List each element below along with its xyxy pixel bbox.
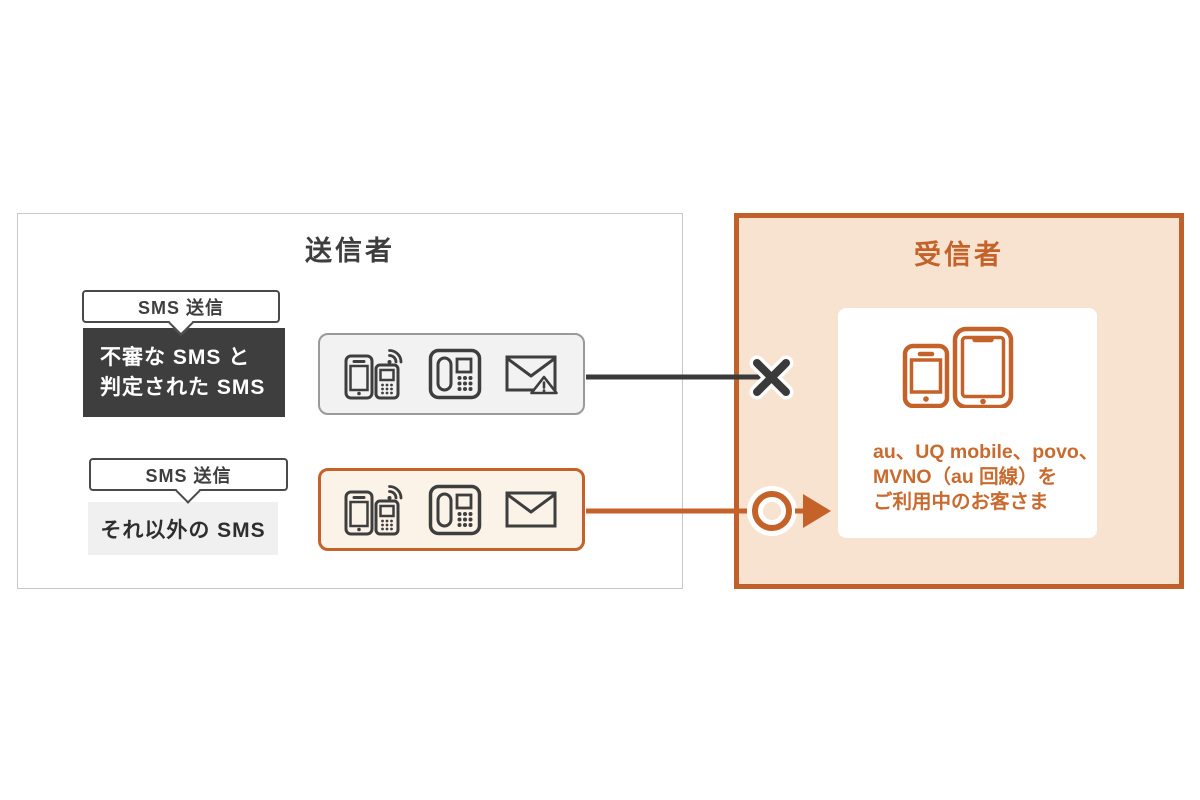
other-sender-devices-box [318, 468, 585, 551]
desk-phone-icon [428, 484, 481, 535]
two-smartphones-icon [902, 326, 1014, 408]
receiver-card [838, 308, 1097, 538]
other-sms-label: それ以外の SMS [100, 518, 266, 542]
envelope-icon [505, 491, 557, 527]
receiver-panel-title: 受信者 [914, 240, 1004, 270]
sender-panel-title: 送信者 [305, 236, 395, 266]
suspicious-sender-devices-box [318, 333, 585, 415]
desk-phone-icon [428, 348, 481, 400]
receiver-description-line3: ご利用中のお客さま [873, 491, 1049, 513]
smartphone-and-feature-phone-icon [344, 484, 403, 535]
suspicious-sms-label-line1: 不審な SMS と [100, 345, 251, 369]
receiver-description-line2: MVNO（au 回線）を [873, 466, 1058, 488]
receiver-description: au、UQ mobile、povo、 MVNO（au 回線）を ご利用中のお客さ… [873, 440, 1103, 515]
receiver-description-line1: au、UQ mobile、povo、 [873, 441, 1099, 463]
suspicious-sms-label-box: 不審な SMS と 判定された SMS [83, 328, 285, 417]
envelope-warning-icon [505, 355, 559, 395]
smartphone-and-feature-phone-icon [344, 349, 403, 400]
sms-send-badge-2-label: SMS 送信 [145, 465, 232, 486]
sms-send-badge-1-label: SMS 送信 [137, 297, 224, 318]
suspicious-sms-label-line2: 判定された SMS [100, 375, 266, 399]
other-sms-label-box: それ以外の SMS [88, 502, 278, 555]
